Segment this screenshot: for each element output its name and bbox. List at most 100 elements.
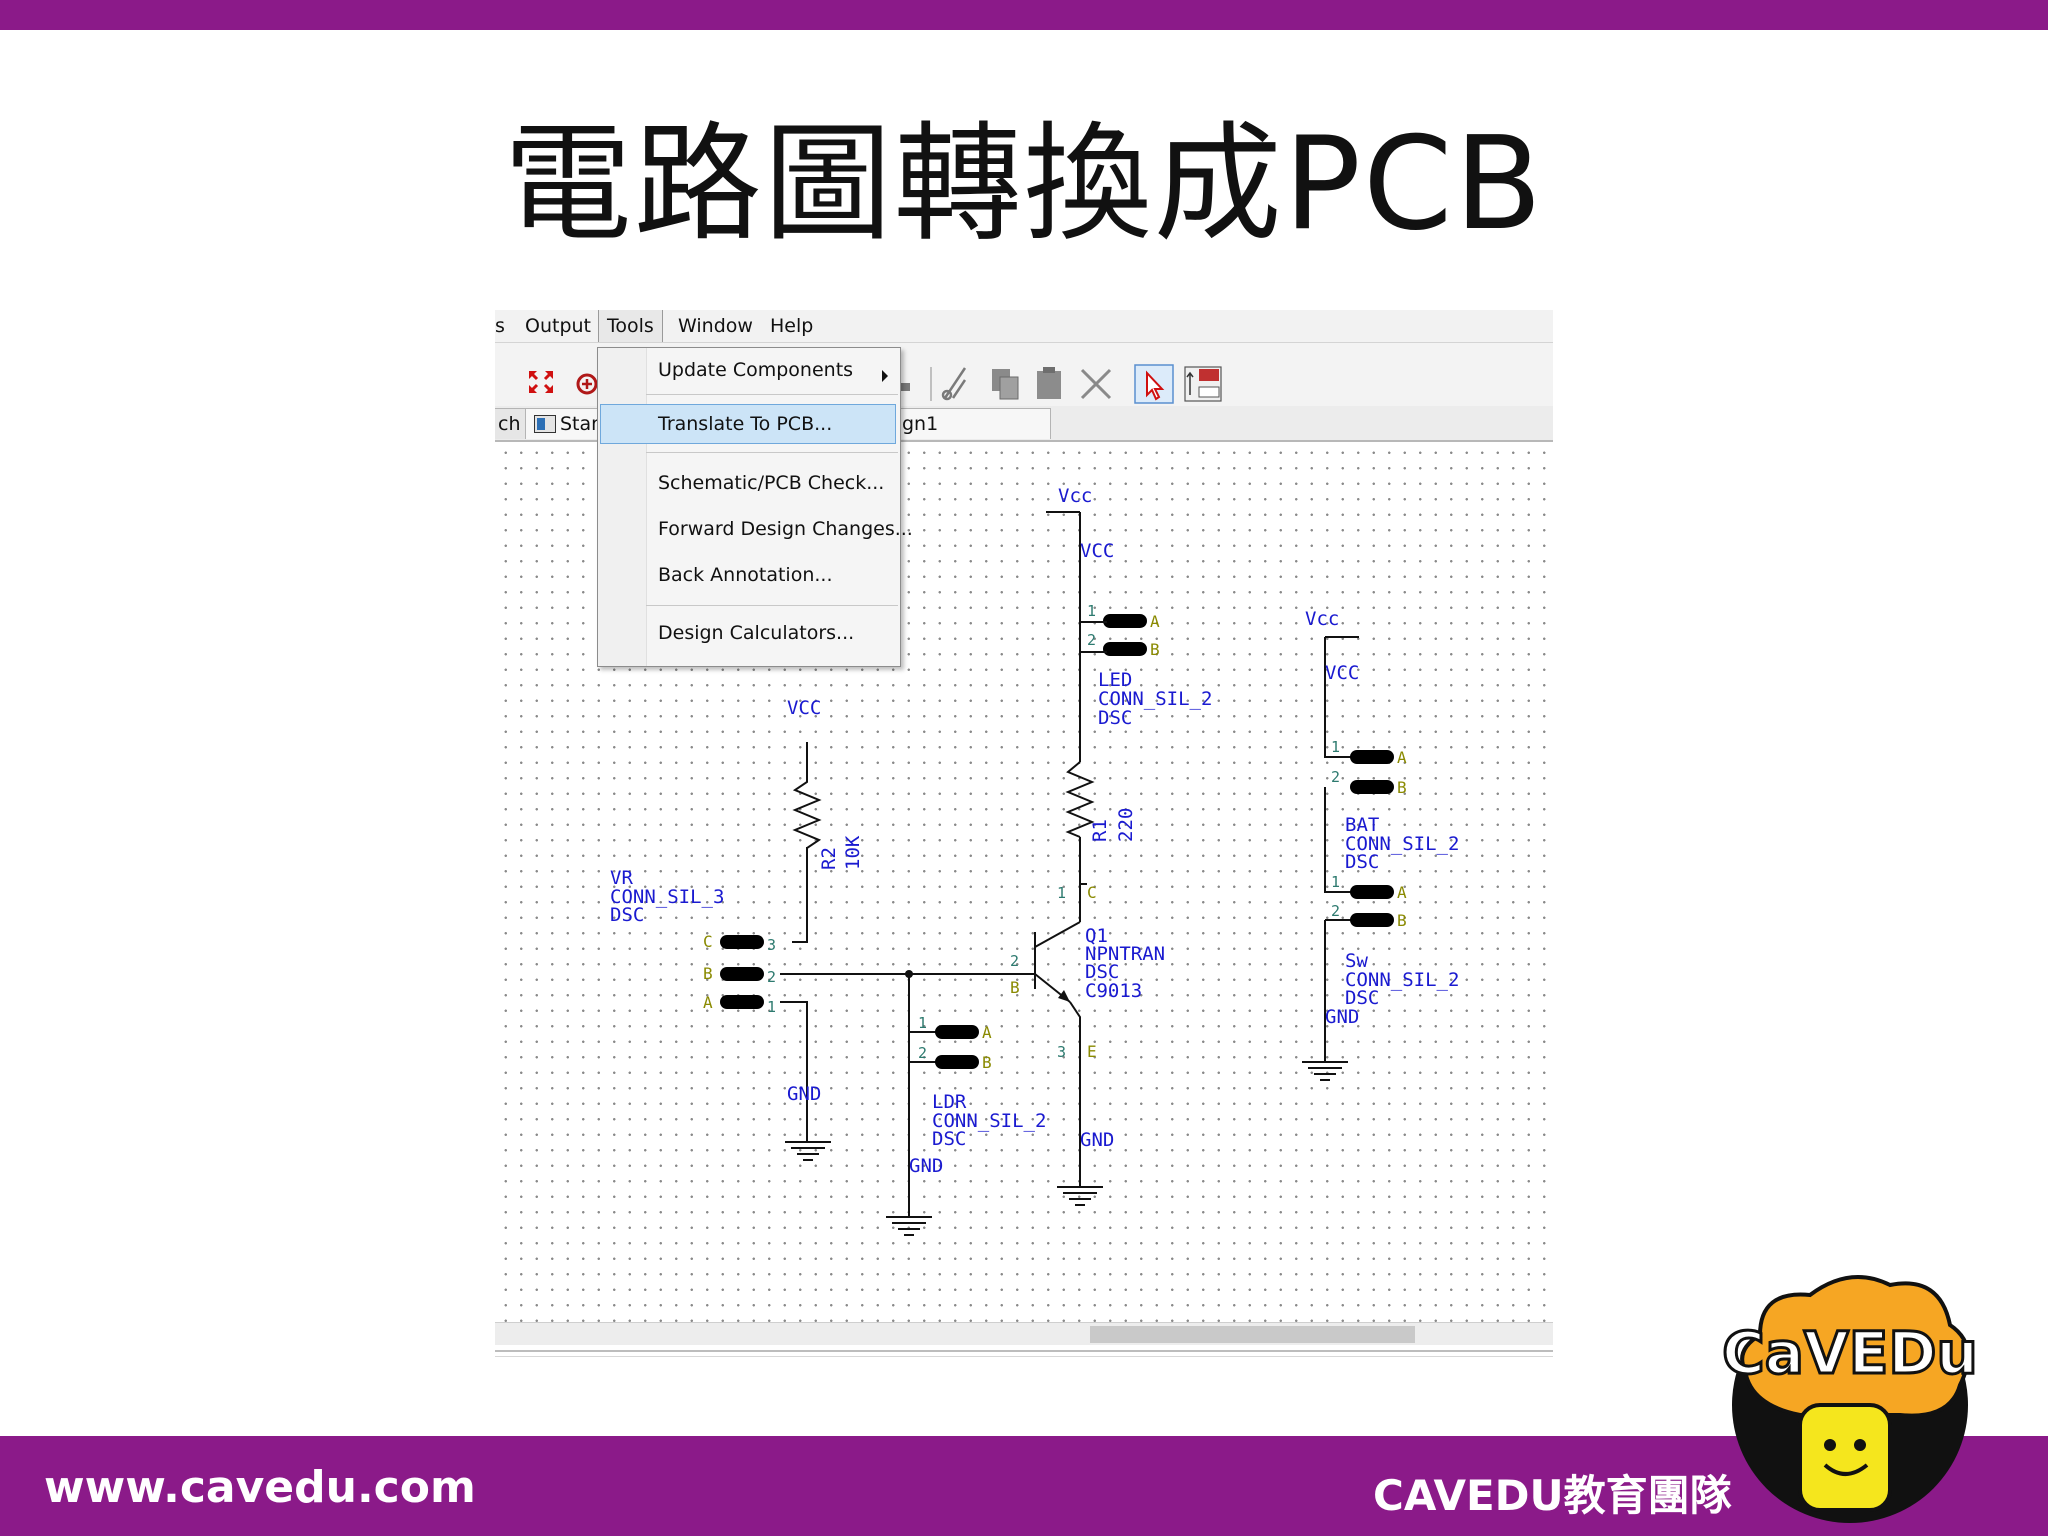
q1-label-b: B bbox=[1010, 978, 1020, 997]
menu-icon-gutter bbox=[598, 348, 647, 666]
ldr-lib: DSC bbox=[932, 1128, 966, 1150]
r1-value: 220 bbox=[1115, 808, 1137, 842]
gnd-net-vr: GND bbox=[787, 1083, 821, 1105]
sw-pin-b bbox=[1350, 913, 1394, 927]
tools-dropdown-menu: Update Components Translate To PCB... Sc… bbox=[597, 347, 913, 667]
q1-label-e: E bbox=[1087, 1042, 1097, 1061]
menu-help[interactable]: Help bbox=[770, 315, 814, 337]
menu-separator bbox=[646, 452, 898, 453]
bat-lib: DSC bbox=[1345, 851, 1379, 873]
led-pin2-num: 2 bbox=[1087, 631, 1096, 649]
menu-item-update-components[interactable]: Update Components bbox=[658, 359, 854, 381]
sw-label-b: B bbox=[1397, 911, 1407, 930]
tab-design[interactable]: gn1 bbox=[895, 408, 1051, 439]
tab-schematic[interactable]: ch bbox=[495, 408, 530, 439]
led-pin1-num: 1 bbox=[1087, 602, 1096, 620]
led-label-a: A bbox=[1150, 612, 1160, 631]
submenu-arrow-icon bbox=[882, 370, 888, 382]
scissors-icon[interactable] bbox=[941, 367, 967, 401]
app-window: s Output Tools Window Help bbox=[495, 310, 1553, 1365]
delete-icon[interactable] bbox=[1080, 368, 1112, 400]
vr-pin3-num: 3 bbox=[767, 936, 776, 954]
vr-pin-b bbox=[720, 967, 764, 981]
menu-cut[interactable]: s bbox=[495, 315, 505, 337]
gnd-net-ldr: GND bbox=[909, 1155, 943, 1177]
zoom-fit-icon[interactable] bbox=[529, 371, 553, 393]
junction-dot bbox=[905, 970, 913, 978]
vr-label-a: A bbox=[703, 993, 713, 1012]
select-pointer-icon[interactable] bbox=[1134, 364, 1174, 404]
sw-pin-a bbox=[1350, 885, 1394, 899]
menubar: s Output Tools Window Help bbox=[495, 310, 1553, 343]
vr-ref: VR bbox=[610, 867, 633, 889]
menu-highlight bbox=[600, 404, 896, 444]
logo-text: CaVEDu bbox=[1722, 1319, 1978, 1387]
start-page-icon bbox=[534, 415, 556, 433]
q1-type: NPNTRAN bbox=[1085, 943, 1165, 965]
vr-pin-a bbox=[720, 995, 764, 1009]
sw-ref: Sw bbox=[1345, 950, 1368, 972]
copy-icon[interactable] bbox=[992, 369, 1019, 400]
menu-item-schematic-pcb-check[interactable]: Schematic/PCB Check... bbox=[658, 472, 885, 494]
paste-icon[interactable] bbox=[1037, 367, 1061, 399]
schematic-drawing[interactable]: Vcc VCC LED CONN_SIL_2 DSC Vcc VCC BAT C… bbox=[495, 442, 1553, 1322]
led-ref: LED bbox=[1098, 669, 1132, 691]
schematic-canvas[interactable]: Vcc VCC LED CONN_SIL_2 DSC Vcc VCC BAT C… bbox=[495, 442, 1553, 1322]
q1-pin1-num: 1 bbox=[1057, 884, 1066, 902]
bat-pin2-num: 2 bbox=[1331, 768, 1340, 786]
bat-type: CONN_SIL_2 bbox=[1345, 833, 1459, 855]
tab-start-label: Star bbox=[560, 413, 599, 435]
top-brand-bar bbox=[0, 0, 2048, 30]
menu-item-translate-to-pcb[interactable]: Translate To PCB... bbox=[658, 413, 833, 435]
toolbar-icons bbox=[529, 364, 1222, 404]
menu-output[interactable]: Output bbox=[525, 315, 591, 337]
q1-ref: Q1 bbox=[1085, 925, 1108, 947]
gnd-net-sw: GND bbox=[1325, 1006, 1359, 1028]
vcc-net-3: VCC bbox=[787, 697, 821, 719]
tab-start[interactable]: Star bbox=[525, 408, 608, 439]
led-pin-b bbox=[1103, 642, 1147, 656]
bat-label-b: B bbox=[1397, 778, 1407, 797]
menu-tools[interactable]: Tools bbox=[598, 310, 663, 342]
bat-label-a: A bbox=[1397, 748, 1407, 767]
ldr-pin2-num: 2 bbox=[918, 1044, 927, 1062]
led-pin-a bbox=[1103, 614, 1147, 628]
vr-pin2-num: 2 bbox=[767, 968, 776, 986]
r2-ref: R2 bbox=[818, 847, 840, 870]
horizontal-scrollbar[interactable] bbox=[495, 1322, 1553, 1345]
q1-pin3-num: 3 bbox=[1057, 1043, 1066, 1061]
bat-pin1-num: 1 bbox=[1331, 738, 1340, 756]
ldr-label-a: A bbox=[982, 1023, 992, 1042]
ldr-pin-a bbox=[935, 1025, 979, 1039]
bottom-brand-bar bbox=[0, 1436, 2048, 1536]
ldr-pin1-num: 1 bbox=[918, 1014, 927, 1032]
vr-label-b: B bbox=[703, 964, 713, 983]
r2-value: 10K bbox=[842, 835, 864, 870]
menu-item-forward-design-changes[interactable]: Forward Design Changes... bbox=[658, 518, 913, 540]
sw-pin1-num: 1 bbox=[1331, 873, 1340, 891]
slide-title: 電路圖轉換成PCB bbox=[503, 110, 1545, 259]
sw-type: CONN_SIL_2 bbox=[1345, 969, 1459, 991]
scrollbar-thumb[interactable] bbox=[1090, 1326, 1415, 1343]
vr-pin-c bbox=[720, 935, 764, 949]
menu-window[interactable]: Window bbox=[678, 315, 753, 337]
vcc-power-2: Vcc bbox=[1305, 608, 1339, 630]
emitter-arrow bbox=[1058, 990, 1070, 1002]
bat-pin-b bbox=[1350, 780, 1394, 794]
vr-label-c: C bbox=[703, 932, 713, 951]
led-type: CONN_SIL_2 bbox=[1098, 688, 1212, 710]
logo-mascot bbox=[1798, 1403, 1892, 1512]
window-bottom-border bbox=[495, 1350, 1553, 1357]
arrow-icon[interactable] bbox=[900, 383, 910, 391]
q1-lib: DSC bbox=[1085, 961, 1119, 983]
q1-label-c: C bbox=[1087, 883, 1097, 902]
add-icon[interactable] bbox=[576, 373, 598, 395]
logo-banner bbox=[1740, 1275, 1970, 1418]
properties-icon[interactable] bbox=[1184, 366, 1222, 402]
vcc-net-1: VCC bbox=[1080, 540, 1114, 562]
bat-pin-a bbox=[1350, 750, 1394, 764]
menu-item-back-annotation[interactable]: Back Annotation... bbox=[658, 564, 833, 586]
menu-item-design-calculators[interactable]: Design Calculators... bbox=[658, 622, 855, 644]
bat-ref: BAT bbox=[1345, 814, 1379, 836]
ldr-ref: LDR bbox=[932, 1091, 967, 1113]
